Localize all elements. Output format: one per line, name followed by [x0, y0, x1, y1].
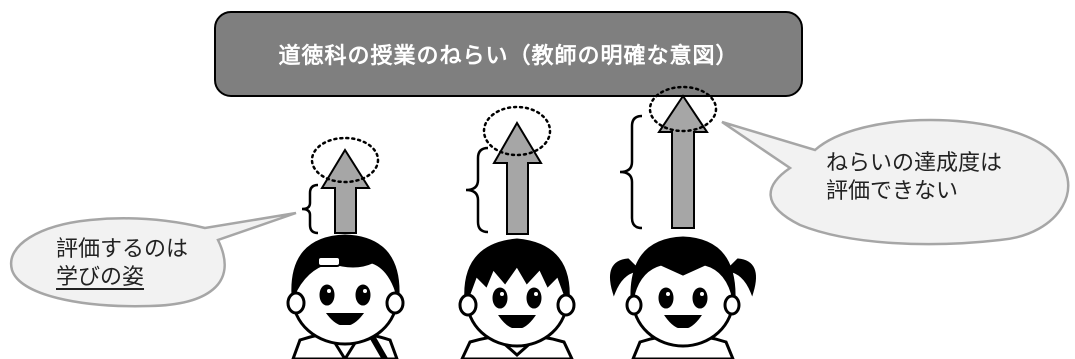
brace-right — [619, 114, 643, 230]
student-left-icon — [286, 234, 405, 359]
student-center-icon — [458, 238, 576, 359]
arrow-center — [492, 121, 543, 235]
left-speech-bubble — [9, 211, 297, 308]
dotted-circle-left — [310, 136, 380, 184]
arrow-right — [657, 94, 709, 229]
brace-left — [301, 183, 319, 235]
student-right-icon — [610, 236, 756, 359]
dotted-circle-right — [648, 85, 718, 133]
arrow-left — [320, 148, 371, 234]
right-speech-bubble — [721, 118, 1070, 246]
brace-center — [465, 146, 489, 234]
goal-banner — [214, 11, 803, 97]
dotted-circle-center — [482, 105, 552, 157]
